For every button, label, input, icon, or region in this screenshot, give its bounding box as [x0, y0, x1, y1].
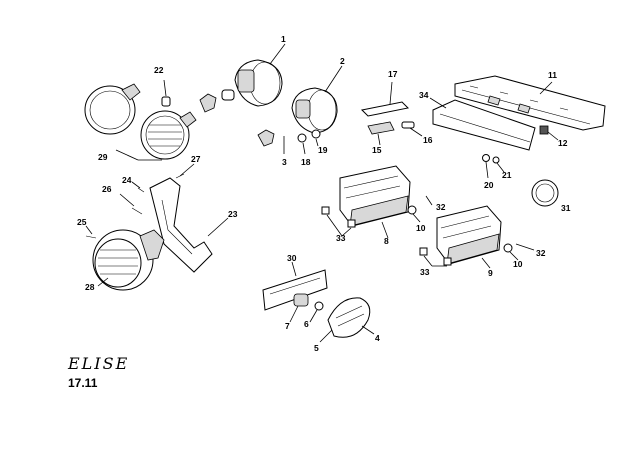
bulb-22	[161, 96, 171, 107]
callout-19: 19	[318, 145, 328, 155]
foglamp-28	[92, 229, 165, 291]
box-lamp-8	[339, 165, 411, 227]
callout-23: 23	[228, 209, 238, 219]
callout-33-b: 33	[420, 267, 430, 277]
callout-18: 18	[301, 157, 311, 167]
lamp-29-front	[84, 83, 141, 135]
callout-2: 2	[340, 56, 345, 66]
callout-22: 22	[154, 65, 164, 75]
logo-text: ELISE	[67, 354, 129, 373]
callout-4: 4	[375, 333, 380, 343]
callout-1: 1	[281, 34, 286, 44]
callout-10-a: 10	[416, 223, 426, 233]
callout-30: 30	[287, 253, 297, 263]
callout-28: 28	[85, 282, 95, 292]
callout-21: 21	[502, 170, 512, 180]
callout-29: 29	[98, 152, 108, 162]
plate-30	[262, 269, 328, 311]
nut-21	[492, 156, 500, 164]
callout-10-b: 10	[513, 259, 523, 269]
grommet-10-a	[407, 205, 417, 215]
callout-24: 24	[122, 175, 132, 185]
grommet-10-b	[503, 243, 513, 253]
bracket-17	[360, 101, 415, 135]
callout-31: 31	[561, 203, 571, 213]
callout-6: 6	[304, 319, 309, 329]
callout-33-a: 33	[336, 233, 346, 243]
callout-34: 34	[419, 90, 429, 100]
clip-12	[539, 125, 549, 135]
mounting-bracket-23	[149, 177, 213, 273]
light-bar-11	[454, 75, 606, 131]
lamp-1	[234, 59, 283, 107]
callout-32-b: 32	[536, 248, 546, 258]
lamp-29-rear	[140, 110, 197, 160]
callout-12: 12	[558, 138, 568, 148]
bulb-holder	[199, 89, 235, 113]
callout-9: 9	[488, 268, 493, 278]
washer-18	[297, 133, 307, 143]
callout-32-a: 32	[436, 202, 446, 212]
side-lens-4	[327, 297, 371, 338]
clip-33-d	[443, 257, 452, 266]
washer-20	[482, 154, 490, 162]
callout-20: 20	[484, 180, 494, 190]
callout-16: 16	[423, 135, 433, 145]
callout-3: 3	[282, 157, 287, 167]
callout-5: 5	[314, 343, 319, 353]
clip-33-b	[347, 219, 356, 228]
bulb-7	[293, 293, 309, 307]
bulb-3	[257, 129, 275, 147]
washer-19	[311, 129, 321, 139]
callout-25: 25	[77, 217, 87, 227]
elise-logo: ELISE	[67, 354, 129, 373]
callout-17: 17	[388, 69, 398, 79]
callout-27: 27	[191, 154, 201, 164]
clip-33-a	[321, 206, 330, 215]
clip-33-c	[419, 247, 428, 256]
callout-26: 26	[102, 184, 112, 194]
callout-15: 15	[372, 145, 382, 155]
lamp-2	[291, 87, 338, 134]
callout-11: 11	[548, 70, 557, 80]
callout-8: 8	[384, 236, 389, 246]
callout-7: 7	[285, 321, 290, 331]
seal-6	[314, 301, 324, 311]
page-reference: 17.11	[68, 376, 98, 390]
box-lamp-9	[436, 205, 502, 265]
bracket-34	[432, 99, 536, 151]
